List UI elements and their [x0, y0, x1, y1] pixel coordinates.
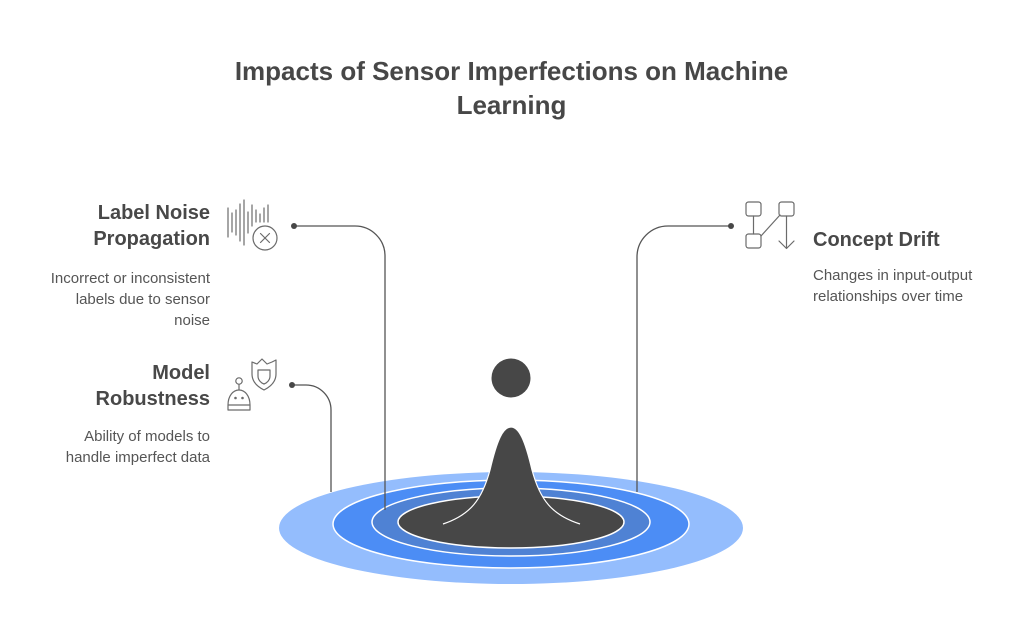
robot-shield-icon: [227, 358, 277, 411]
concept-drift-desc-line-2: relationships over time: [813, 288, 964, 305]
concept-drift-title: Concept Drift: [813, 227, 940, 253]
model-robustness-title-line-1: Model: [152, 362, 210, 384]
droplet: [491, 358, 531, 398]
label-noise-desc-line-3: noise: [174, 312, 210, 329]
model-robustness-desc-line-1: Ability of models to: [84, 428, 210, 445]
model-robustness-description: Ability of models to handle imperfect da…: [66, 426, 210, 468]
label-noise-title-line-1: Label Noise: [97, 202, 210, 224]
connector-dot-model-robustness: [289, 382, 295, 388]
concept-drift-desc-line-1: Changes in input-output: [813, 267, 973, 284]
model-robustness-title-line-2: Robustness: [95, 388, 210, 410]
connector-concept-drift: [636, 225, 731, 492]
label-noise-title: Label Noise Propagation: [93, 200, 210, 252]
diagram-title: Impacts of Sensor Imperfections on Machi…: [0, 54, 1023, 122]
concept-drift-title-line-1: Concept Drift: [813, 229, 940, 251]
connector-dot-label-noise: [291, 223, 297, 229]
splash-peak: [443, 427, 580, 530]
connector-model-robustness: [292, 384, 332, 492]
model-robustness-title: Model Robustness: [96, 360, 210, 412]
splash-peak-outline: [442, 426, 581, 525]
connector-label-noise: [294, 225, 386, 510]
noise-waveform-x-icon: [227, 199, 278, 251]
connector-dot-concept-drift: [728, 223, 734, 229]
label-noise-desc-line-2: labels due to sensor: [75, 291, 210, 308]
concept-drift-description: Changes in input-output relationships ov…: [813, 265, 972, 307]
label-noise-desc-line-1: Incorrect or inconsistent: [50, 270, 210, 287]
title-line-1: Impacts of Sensor Imperfections on Machi…: [234, 56, 789, 86]
flow-drift-icon: [745, 201, 795, 250]
model-robustness-desc-line-2: handle imperfect data: [65, 449, 210, 466]
label-noise-title-line-2: Propagation: [93, 228, 210, 250]
title-line-2: Learning: [456, 90, 567, 120]
label-noise-description: Incorrect or inconsistent labels due to …: [51, 268, 210, 331]
